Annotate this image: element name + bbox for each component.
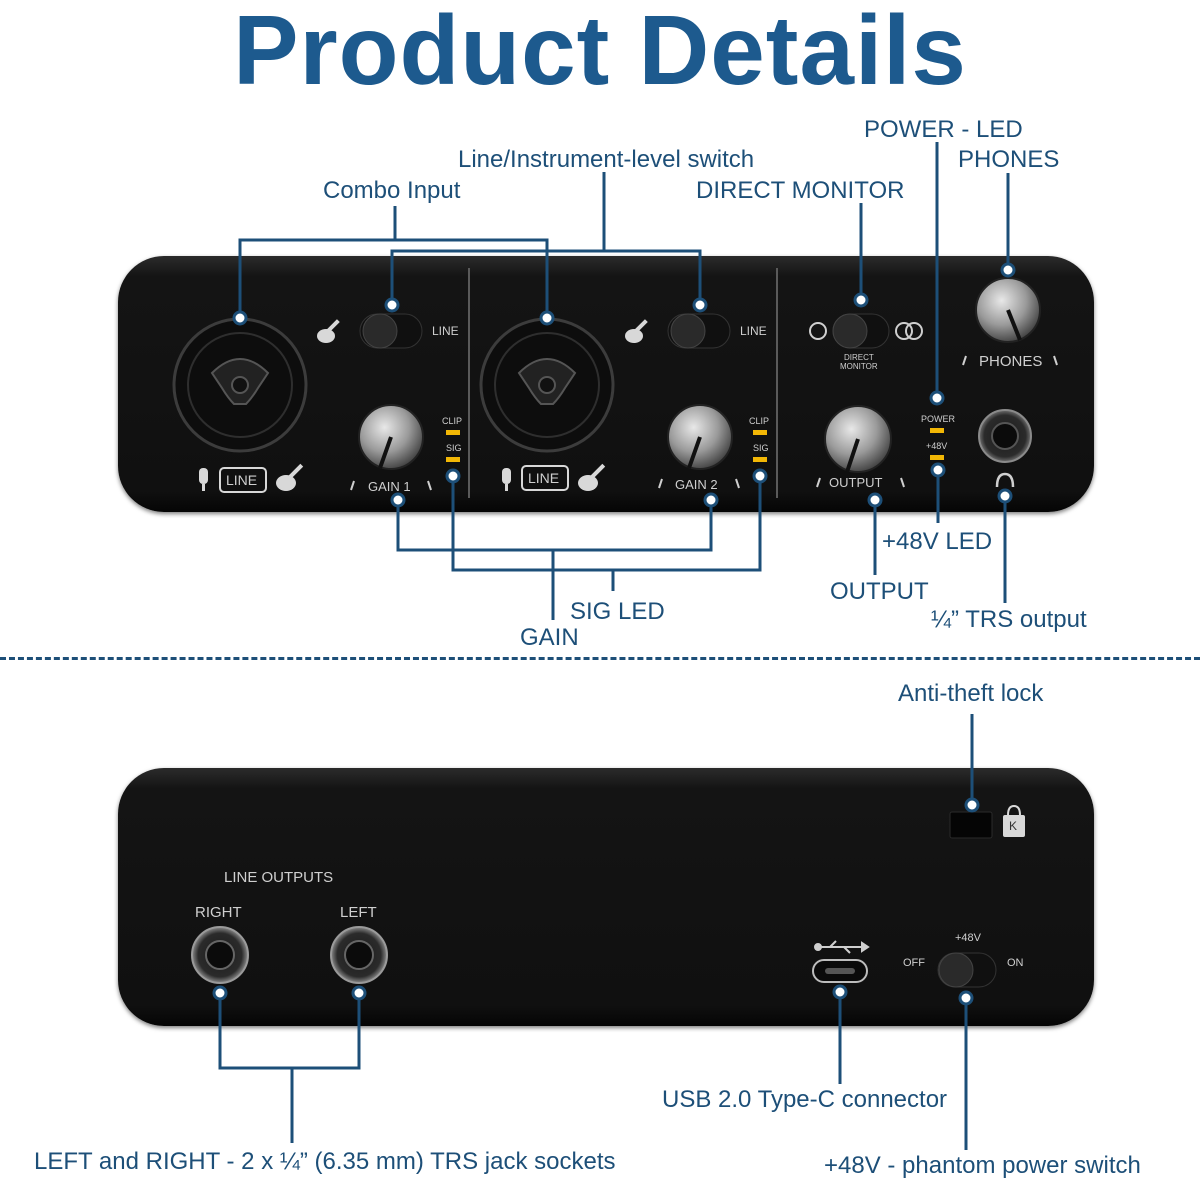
- usb-icon: [814, 940, 870, 954]
- callout-line-instrument-switch: Line/Instrument-level switch: [458, 146, 755, 173]
- callout-usb: USB 2.0 Type-C connector: [662, 1086, 948, 1113]
- on-label: ON: [1007, 957, 1024, 969]
- callout-gain: GAIN: [520, 624, 579, 651]
- back-panel: [118, 768, 1094, 1026]
- left-output-jack[interactable]: [330, 926, 388, 984]
- stereo-icon: [895, 322, 923, 340]
- right-output-jack[interactable]: [191, 926, 249, 984]
- microphone-icon: [502, 468, 511, 491]
- line-label-2: LINE: [740, 324, 767, 338]
- microphone-icon: [199, 468, 208, 491]
- callout-sig-led: SIG LED: [570, 598, 665, 625]
- right-label: RIGHT: [195, 904, 242, 921]
- plus48v-switch-label: +48V: [955, 932, 981, 944]
- lock-icon: [1003, 804, 1025, 837]
- line-box-2: [521, 465, 569, 491]
- phones-jack[interactable]: [978, 409, 1032, 463]
- usb-c-port[interactable]: [812, 959, 868, 983]
- direct-monitor-label: MONITOR: [840, 362, 878, 371]
- callout-trs-jacks: LEFT and RIGHT - 2 x ¼” (6.35 mm) TRS ja…: [34, 1148, 616, 1175]
- callout-anti-theft-lock: Anti-theft lock: [898, 680, 1044, 707]
- line-box-label-1: LINE: [226, 472, 258, 488]
- line-instrument-switch-1[interactable]: [359, 313, 423, 349]
- sig-led-1: [446, 457, 460, 462]
- direct-monitor-switch[interactable]: [832, 313, 890, 349]
- line-instrument-switch-2[interactable]: [667, 313, 731, 349]
- guitar-icon: [625, 319, 648, 343]
- channel-divider: [468, 268, 470, 498]
- power-led: [930, 428, 944, 433]
- callout-combo-input: Combo Input: [323, 177, 461, 204]
- line-label-1: LINE: [432, 324, 459, 338]
- off-label: OFF: [903, 957, 925, 969]
- guitar-icon: [578, 463, 606, 491]
- gain2-label: GAIN 2: [675, 477, 718, 492]
- sig-label-1: SIG: [446, 443, 462, 453]
- clip-label-1: CLIP: [442, 416, 463, 426]
- channel-divider: [776, 268, 778, 498]
- phones-knob[interactable]: [975, 277, 1041, 343]
- guitar-icon: [317, 319, 340, 343]
- direct-monitor-label: DIRECT: [844, 353, 874, 362]
- combo-input-2[interactable]: [479, 317, 615, 453]
- line-outputs-label: LINE OUTPUTS: [224, 869, 334, 886]
- gain1-label: GAIN 1: [368, 479, 411, 494]
- callout-output: OUTPUT: [830, 578, 929, 605]
- callout-direct-monitor: DIRECT MONITOR: [696, 177, 905, 204]
- phones-label: PHONES: [979, 353, 1043, 370]
- plus48v-led: [930, 455, 944, 460]
- clip-led-1: [446, 430, 460, 435]
- knob-scale-ticks: [350, 355, 1058, 491]
- headphones-icon: [995, 472, 1015, 488]
- callout-phantom-switch: +48V - phantom power switch: [824, 1152, 1141, 1179]
- combo-input-1[interactable]: [172, 317, 308, 453]
- lock-glyph: K: [1009, 819, 1018, 833]
- phantom-power-switch[interactable]: [937, 952, 997, 988]
- sig-led-2: [753, 457, 767, 462]
- gain-knob-1[interactable]: [358, 404, 424, 470]
- guitar-icon: [276, 463, 304, 491]
- mono-icon: [809, 322, 827, 340]
- callout-phones: PHONES: [958, 146, 1060, 173]
- section-separator: [0, 657, 1200, 660]
- line-box-1: [219, 467, 267, 493]
- callout-plus48v-led: +48V LED: [882, 528, 993, 555]
- callout-trs-output: ¼” TRS output: [931, 606, 1087, 633]
- line-box-label-2: LINE: [528, 470, 560, 486]
- callout-power-led: POWER - LED: [864, 116, 1023, 143]
- power-label: POWER: [921, 414, 956, 424]
- plus48v-label: +48V: [926, 441, 948, 451]
- output-label: OUTPUT: [829, 475, 883, 490]
- gain-knob-2[interactable]: [667, 404, 733, 470]
- sig-label-2: SIG: [753, 443, 769, 453]
- clip-led-2: [753, 430, 767, 435]
- clip-label-2: CLIP: [749, 416, 770, 426]
- left-label: LEFT: [340, 904, 377, 921]
- page-title: Product Details: [233, 0, 967, 105]
- output-knob[interactable]: [824, 405, 892, 473]
